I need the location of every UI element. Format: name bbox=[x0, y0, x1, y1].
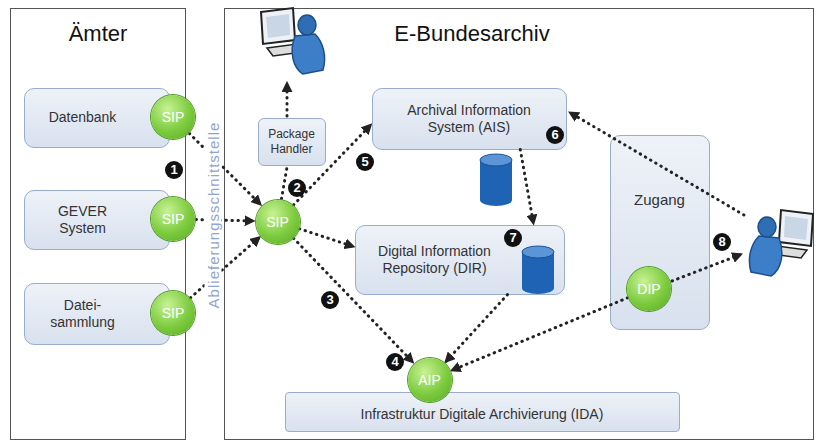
interface-text: Ablieferungsschnittstelle bbox=[205, 119, 222, 312]
callout-number: 2 bbox=[288, 179, 306, 197]
package-label: DIP bbox=[637, 281, 660, 298]
package-label: AIP bbox=[418, 372, 441, 388]
package-circle: AIP bbox=[408, 358, 452, 402]
infrastructure-band: Infrastruktur Digitale Archivierung (IDA… bbox=[285, 392, 680, 432]
box-label: Zugang bbox=[634, 191, 685, 209]
callout-digit: 7 bbox=[504, 229, 522, 247]
callout-number: 4 bbox=[386, 353, 404, 371]
source-box: Datei- sammlungSIP bbox=[24, 283, 170, 345]
callout-digit: 2 bbox=[288, 179, 306, 197]
process-box: Package Handler bbox=[258, 118, 326, 166]
panel-title: Ämter bbox=[69, 21, 128, 47]
callout-digit: 6 bbox=[546, 126, 564, 144]
agency-panel: ÄmterDatenbankSIPGEVER SystemSIPDatei- s… bbox=[10, 8, 186, 440]
source-box: GEVER SystemSIP bbox=[24, 190, 170, 250]
system-box: Digital Information Repository (DIR) bbox=[355, 225, 565, 295]
package-circle: DIP bbox=[627, 267, 671, 311]
box-label: Digital Information Repository (DIR) bbox=[374, 243, 496, 277]
panel-title: E-Bundesarchiv bbox=[394, 21, 549, 47]
callout-digit: 5 bbox=[356, 153, 374, 171]
box-label: Datenbank bbox=[49, 109, 117, 126]
callout-digit: 1 bbox=[165, 161, 183, 179]
package-circle: SIP bbox=[151, 291, 195, 335]
callout-number: 1 bbox=[165, 161, 183, 179]
access-box: ZugangDIP bbox=[610, 135, 710, 330]
interface-label: Ablieferungsschnittstelle bbox=[205, 119, 222, 312]
box-label: Package Handler bbox=[265, 127, 319, 156]
package-label: SIP bbox=[162, 211, 185, 228]
box-label: GEVER System bbox=[48, 203, 118, 237]
system-box: Archival Information System (AIS) bbox=[372, 88, 567, 150]
box-label: Infrastruktur Digitale Archivierung (IDA… bbox=[361, 406, 604, 423]
package-label: SIP bbox=[162, 305, 185, 322]
package-label: SIP bbox=[266, 214, 289, 230]
callout-number: 6 bbox=[546, 126, 564, 144]
source-box: DatenbankSIP bbox=[24, 88, 170, 148]
package-circle: SIP bbox=[151, 95, 195, 139]
box-label: Archival Information System (AIS) bbox=[394, 102, 544, 136]
callout-digit: 3 bbox=[321, 291, 339, 309]
box-label: Datei- sammlung bbox=[47, 297, 119, 331]
callout-number: 5 bbox=[356, 153, 374, 171]
archive-panel: E-BundesarchivPackage HandlerSIP Archival… bbox=[224, 8, 814, 440]
callout-number: 8 bbox=[713, 233, 731, 251]
callout-number: 3 bbox=[321, 291, 339, 309]
package-circle: SIP bbox=[256, 200, 300, 244]
package-circle: SIP bbox=[151, 197, 195, 241]
callout-number: 7 bbox=[504, 229, 522, 247]
package-label: SIP bbox=[162, 109, 185, 126]
callout-digit: 4 bbox=[386, 353, 404, 371]
callout-digit: 8 bbox=[713, 233, 731, 251]
